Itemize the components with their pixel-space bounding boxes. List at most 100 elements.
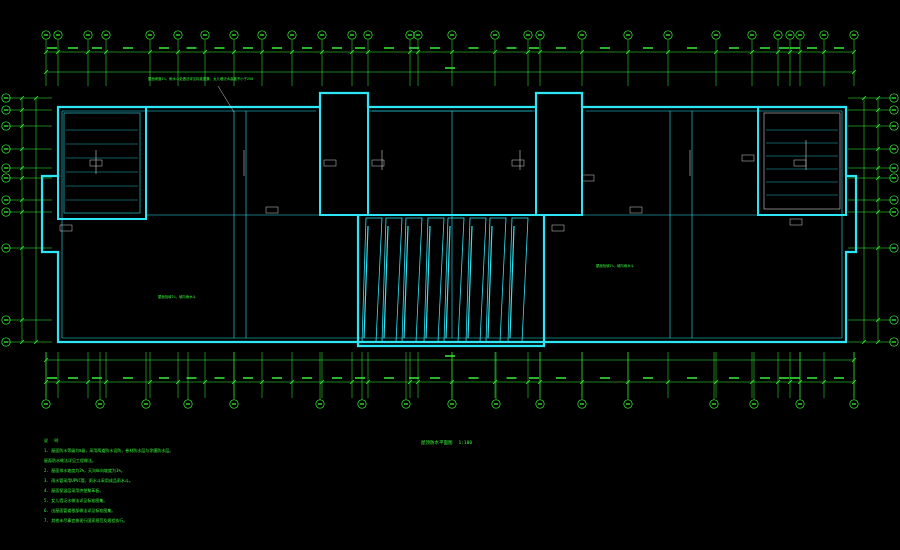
axis-bubble-label	[44, 34, 48, 36]
axis-bubble	[363, 30, 373, 40]
dimension-text	[790, 47, 800, 49]
axis-bubble	[1, 207, 11, 217]
dimension-tick	[43, 357, 49, 363]
axis-bubble	[200, 30, 210, 40]
note-item: 屋面防水做法详见工程做法。	[44, 458, 96, 463]
axis-bubble-label	[526, 34, 530, 36]
roof-drain-tag	[581, 174, 595, 182]
axis-bubble	[1, 163, 11, 173]
axis-bubble-label	[350, 34, 354, 36]
dimension-tick	[525, 49, 531, 55]
dimension-text	[807, 377, 817, 379]
dimension-tick	[289, 49, 295, 55]
axis-bubble	[535, 399, 545, 409]
note-item: 7. 其他未尽事宜按现行国家规范及规程执行。	[44, 518, 128, 523]
axis-bubble	[535, 30, 545, 40]
drawing-title-text: 屋顶防水平面图	[421, 441, 453, 446]
dimension-text	[243, 47, 253, 49]
axis-bubble	[849, 399, 859, 409]
axis-bubble	[287, 30, 297, 40]
skylight-edge	[363, 225, 369, 339]
dimension-tick	[787, 49, 793, 55]
dimension-tick	[537, 49, 543, 55]
dimension-tick	[202, 49, 208, 55]
dimension-tick	[449, 49, 455, 55]
axis-bubble-label	[666, 34, 670, 36]
dimension-text	[68, 377, 78, 379]
axis-bubble	[101, 30, 111, 40]
dimension-tick	[19, 317, 25, 323]
dimension-text	[159, 47, 169, 49]
dimension-tick	[821, 49, 827, 55]
skylight-edge	[487, 225, 493, 339]
dimension-tick	[875, 107, 881, 113]
axis-bubble-label	[4, 97, 8, 99]
roof-perimeter-wall	[40, 91, 858, 344]
axis-bubble-label	[892, 148, 896, 150]
axis-bubble	[1, 337, 11, 347]
axis-bubble	[785, 30, 795, 40]
axis-bubble-label	[4, 211, 8, 213]
axis-bubble-label	[852, 34, 856, 36]
axis-bubble-label	[4, 177, 8, 179]
dimension-tick	[875, 165, 881, 171]
axis-bubble-label	[4, 341, 8, 343]
dimension-text	[384, 377, 394, 379]
axis-bubble	[229, 399, 239, 409]
axis-bubble-label	[144, 403, 148, 405]
dimension-text	[687, 47, 697, 49]
dimension-tick	[175, 49, 181, 55]
dimension-tick	[407, 379, 413, 385]
axis-bubble	[53, 30, 63, 40]
dimension-text	[687, 377, 697, 379]
axis-bubble-label	[86, 34, 90, 36]
skylight-strip	[507, 217, 529, 343]
dimension-text	[186, 47, 197, 49]
skylight-edge	[509, 225, 515, 339]
skylight-strip	[485, 217, 507, 343]
dimension-tick	[19, 165, 25, 171]
axis-bubble	[145, 30, 155, 40]
dimension-tick	[851, 49, 857, 55]
dimension-tick	[875, 197, 881, 203]
roof-drain-tag	[741, 154, 755, 162]
note-item: 2. 屋面排水坡度为2%，天沟纵向坡度为1%。	[44, 468, 125, 473]
axis-bubble	[819, 30, 829, 40]
dimension-text	[409, 377, 419, 379]
axis-bubble	[889, 337, 899, 347]
stair-hatch-frame	[63, 112, 141, 214]
dimension-tick	[289, 379, 295, 385]
axis-bubble-label	[538, 403, 542, 405]
axis-bubble	[623, 30, 633, 40]
dimension-text	[760, 377, 770, 379]
dimension-tick	[787, 379, 793, 385]
axis-bubble	[889, 207, 899, 217]
axis-bubbles	[1, 30, 899, 409]
note-item: 1. 屋面防水等级为Ⅱ级，采用两道防水设防，卷材防水层与涂膜防水层。	[44, 448, 174, 453]
dimension-tick	[579, 379, 585, 385]
dimension-tick	[85, 379, 91, 385]
dimension-tick	[797, 379, 803, 385]
roof-outline	[40, 91, 858, 348]
dimension-tick	[861, 95, 867, 101]
top-left-note: 屋面坡度2%，雨水斗处做法详见标准图集，女儿墙泛水高度不小于250	[148, 77, 254, 81]
dimension-tick	[415, 49, 421, 55]
dimension-tick	[713, 379, 719, 385]
note-item: 4. 屋面保温层采用挤塑聚苯板。	[44, 488, 104, 493]
dimension-text	[643, 47, 653, 49]
dimension-tick	[231, 49, 237, 55]
axis-bubble-label	[450, 34, 454, 36]
skylight-strip	[361, 217, 383, 343]
axis-bubble-label	[318, 403, 322, 405]
axis-bubble	[1, 144, 11, 154]
dimension-text	[92, 47, 102, 49]
axis-bubble-label	[203, 34, 207, 36]
dimension-tick	[33, 339, 39, 345]
axis-bubble	[1, 121, 11, 131]
axis-bubble-label	[752, 403, 756, 405]
axis-bubble	[889, 144, 899, 154]
dimension-text	[123, 47, 133, 49]
axis-bubble	[1, 93, 11, 103]
axis-bubble-label	[626, 403, 630, 405]
